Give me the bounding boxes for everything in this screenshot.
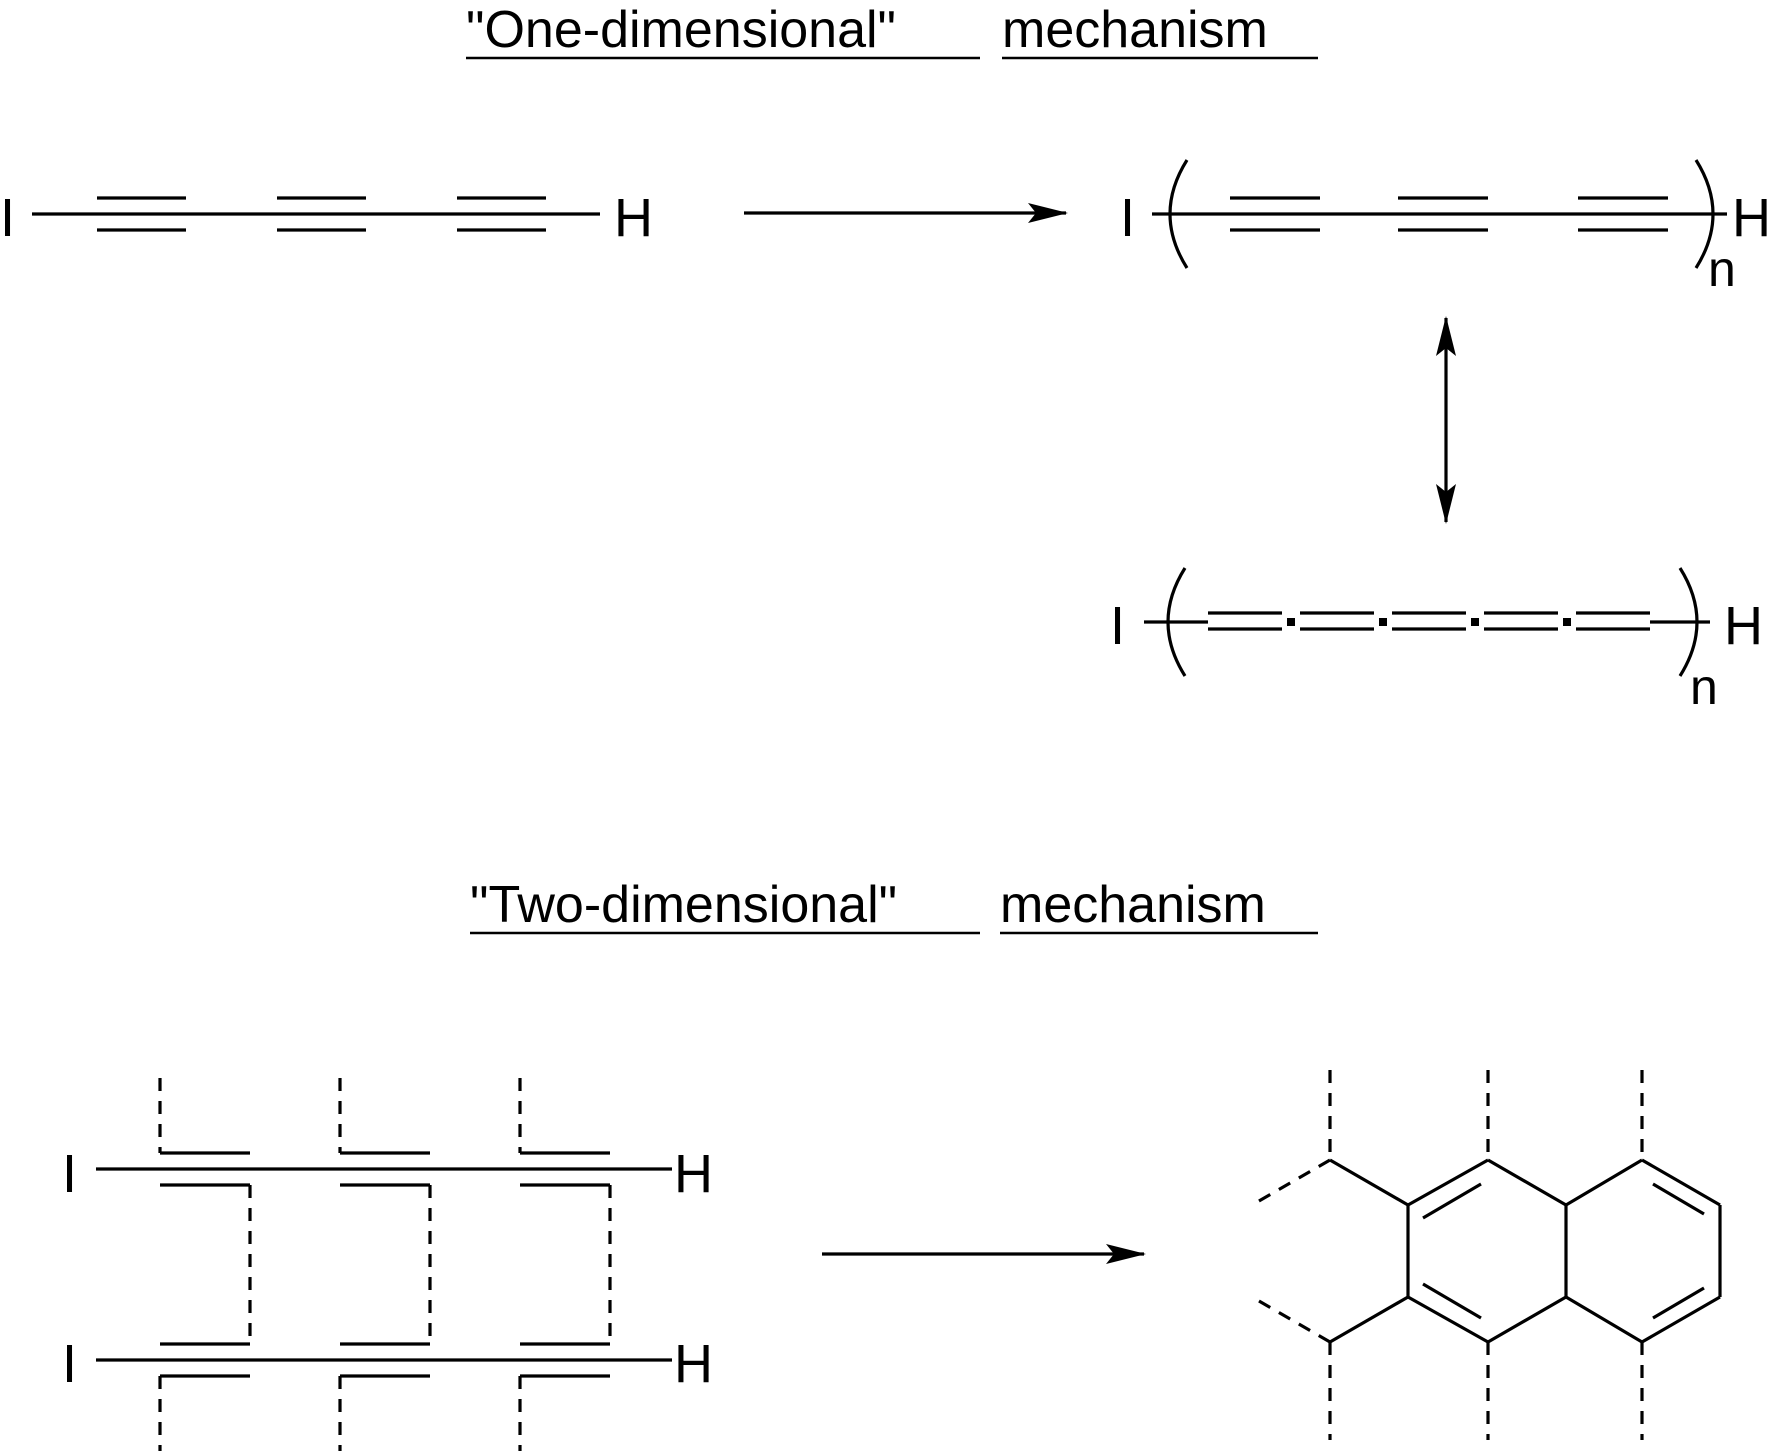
fused-ring-product xyxy=(1251,1070,1722,1440)
polymer-cumulene: I H n xyxy=(1110,567,1763,715)
atom-hydrogen: H xyxy=(674,1144,713,1204)
aromatic-inner-bonds xyxy=(1422,1182,1705,1320)
interaction-dashes xyxy=(1251,1070,1644,1440)
triple-bond xyxy=(277,196,366,232)
repeat-bracket-right xyxy=(1694,159,1715,269)
heading-one-dimensional: "One-dimensional" mechanism xyxy=(466,1,1318,60)
triple-bond xyxy=(97,196,186,232)
repeat-bracket-right xyxy=(1678,567,1699,677)
heading-two-dim-quoted: "Two-dimensional" xyxy=(470,876,897,934)
repeat-subscript-n: n xyxy=(1690,659,1718,715)
heading-one-dim-quoted: "One-dimensional" xyxy=(466,1,896,59)
atom-iodine: I xyxy=(0,188,15,248)
atom-iodine: I xyxy=(62,1334,77,1394)
monomer-triyne: I H xyxy=(0,188,653,248)
atom-hydrogen: H xyxy=(674,1334,713,1394)
heading-one-dim-mechanism: mechanism xyxy=(1002,1,1268,59)
atom-hydrogen: H xyxy=(614,188,653,248)
stacked-monomer-bottom: I H xyxy=(62,1334,713,1394)
triple-bond xyxy=(1398,196,1488,232)
triple-bond xyxy=(457,196,546,232)
radical-dots xyxy=(1287,618,1571,626)
repeat-subscript-n: n xyxy=(1708,241,1736,297)
stacked-monomer-top: I H xyxy=(62,1144,713,1204)
cumulated-double-bonds xyxy=(1208,611,1650,631)
atom-iodine: I xyxy=(1110,596,1125,656)
polymer-polyyne: I H n xyxy=(1120,159,1771,297)
atom-iodine: I xyxy=(1120,188,1135,248)
interaction-dashes xyxy=(158,1078,612,1451)
heading-two-dim-mechanism: mechanism xyxy=(1000,876,1266,934)
atom-hydrogen: H xyxy=(1724,596,1763,656)
triple-bond xyxy=(1578,196,1668,232)
heading-two-dimensional: "Two-dimensional" mechanism xyxy=(470,876,1318,935)
atom-hydrogen: H xyxy=(1732,188,1771,248)
ring-bonds xyxy=(1329,1158,1722,1344)
triple-bond xyxy=(1230,196,1320,232)
atom-iodine: I xyxy=(62,1144,77,1204)
